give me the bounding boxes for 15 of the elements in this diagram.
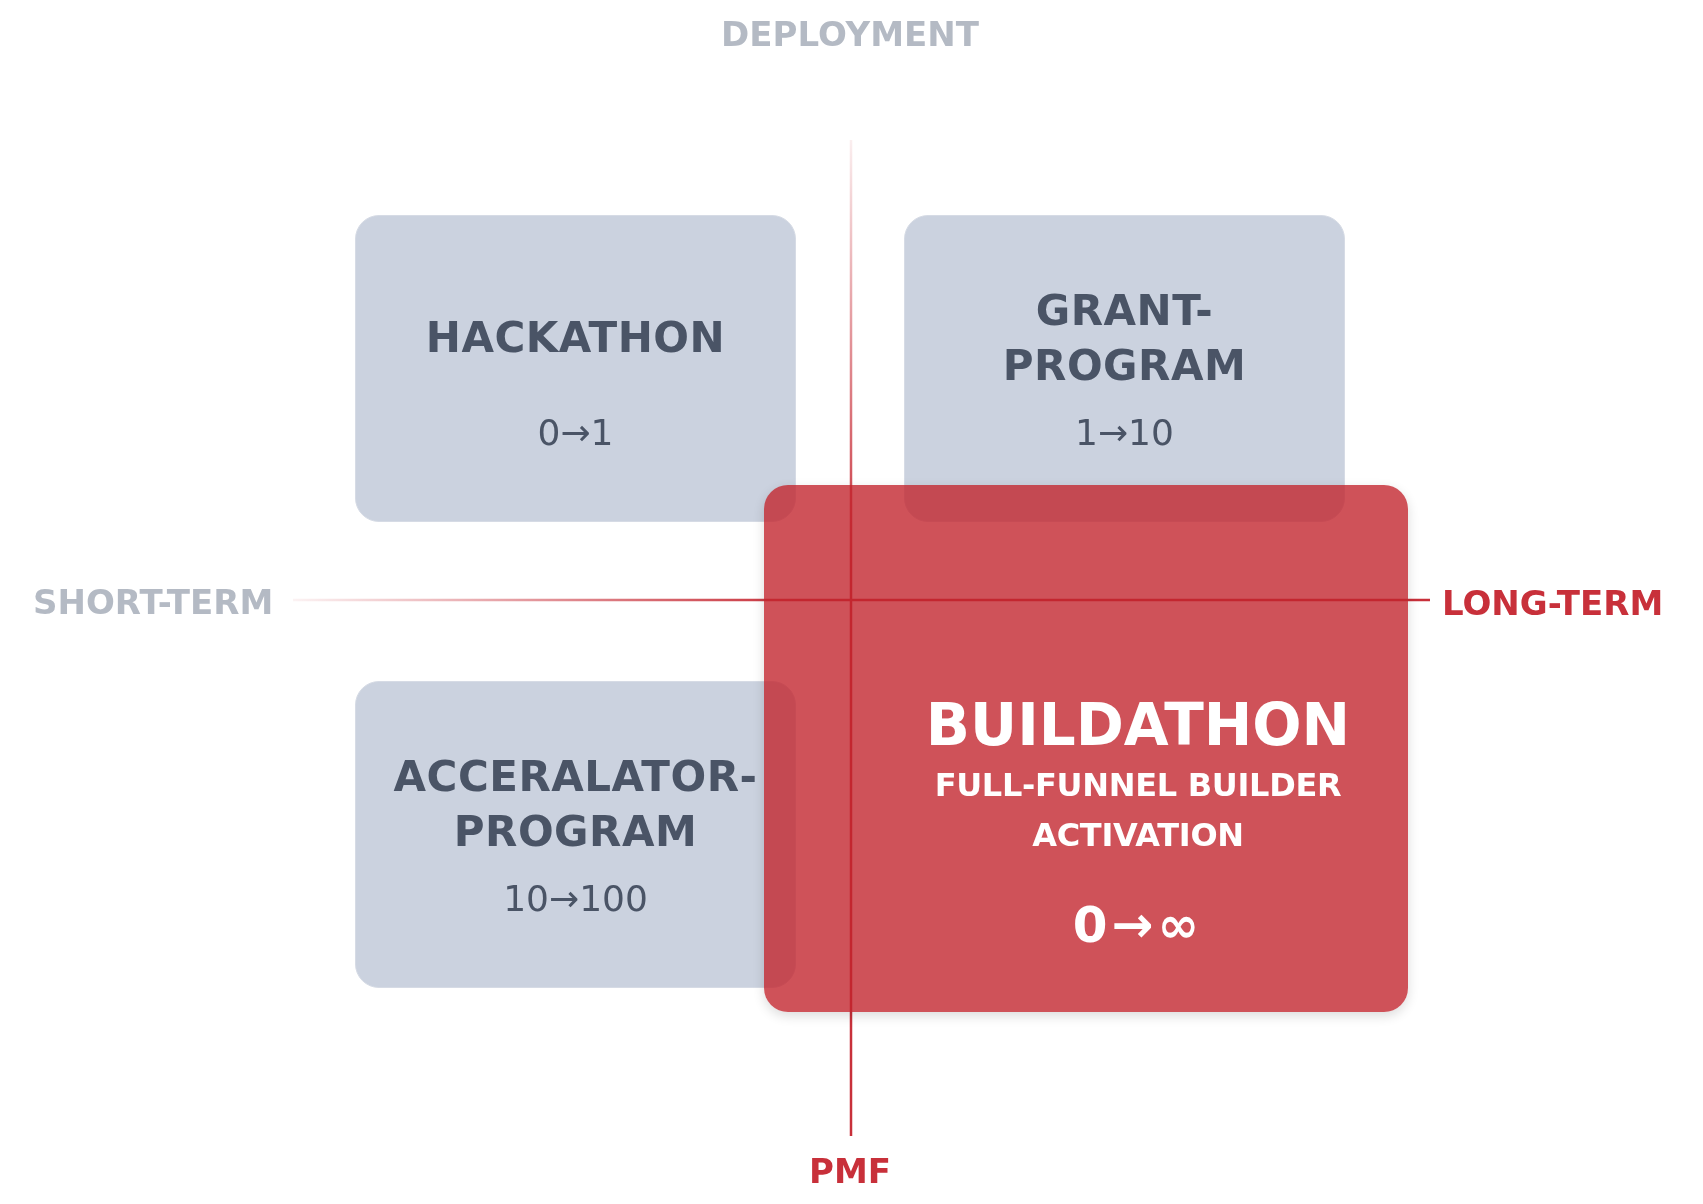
axis-label: PMF <box>809 1151 891 1191</box>
card-title: BUILDATHON <box>925 690 1351 760</box>
axis-label: DEPLOYMENT <box>721 14 979 54</box>
card-title: ACCERALATOR- PROGRAM <box>392 750 759 858</box>
range-label: 0→1 <box>537 411 614 455</box>
axis-label: LONG-TERM <box>1442 583 1664 623</box>
card-subtitle: FULL-FUNNEL BUILDER ACTIVATION <box>933 765 1343 856</box>
card-title: GRANT- PROGRAM <box>1001 284 1248 392</box>
card-title: HACKATHON <box>425 312 726 364</box>
range-label: 10→100 <box>503 876 648 921</box>
range-label: 0→∞ <box>1072 895 1204 955</box>
axis-label: SHORT-TERM <box>33 582 274 622</box>
quadrant-card <box>355 215 796 522</box>
highlight-card <box>764 485 1408 1012</box>
range-label: 1→10 <box>1075 410 1174 455</box>
